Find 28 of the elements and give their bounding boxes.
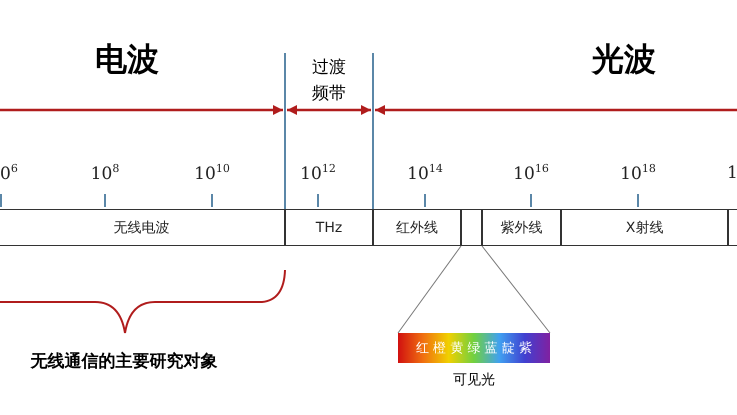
tick-label: 10$^{12}$ <box>300 162 336 184</box>
band-label: 红外线 <box>396 218 438 236</box>
zoom-line <box>482 246 550 334</box>
band-cell <box>285 209 373 246</box>
band-label: 紫外线 <box>500 218 542 236</box>
heading: 电波 <box>95 39 159 80</box>
tick-label: 10$^{14}$ <box>407 162 443 184</box>
tick-label: 10$^{18}$ <box>620 162 656 184</box>
band-label: 无线电波 <box>114 218 170 236</box>
band-label: X射线 <box>626 218 664 236</box>
spectrum-bar <box>398 333 550 363</box>
band-label: 红 橙 黄 绿 蓝 靛 紫 <box>416 340 532 357</box>
tick-label: 10$^{10}$ <box>194 162 230 184</box>
tick-label: 10$^{8}$ <box>90 162 120 184</box>
band-cell <box>373 209 461 246</box>
band-cell <box>561 209 728 246</box>
note: 无线通信的主要研究对象 <box>30 350 218 372</box>
band-heading: 过渡频带 <box>311 56 347 105</box>
band-cell <box>482 209 561 246</box>
band-cell <box>461 209 482 246</box>
tick-label: 0$^{6}$ <box>0 162 18 184</box>
heading: 光波 <box>592 39 656 80</box>
band-cell <box>0 209 285 246</box>
zoom-line <box>398 246 462 334</box>
tick-label: 10$^{16}$ <box>513 162 549 184</box>
spectrum-label: 可见光 <box>453 371 495 389</box>
band-label: THz <box>316 220 342 236</box>
tick-label: 1 <box>727 163 737 183</box>
